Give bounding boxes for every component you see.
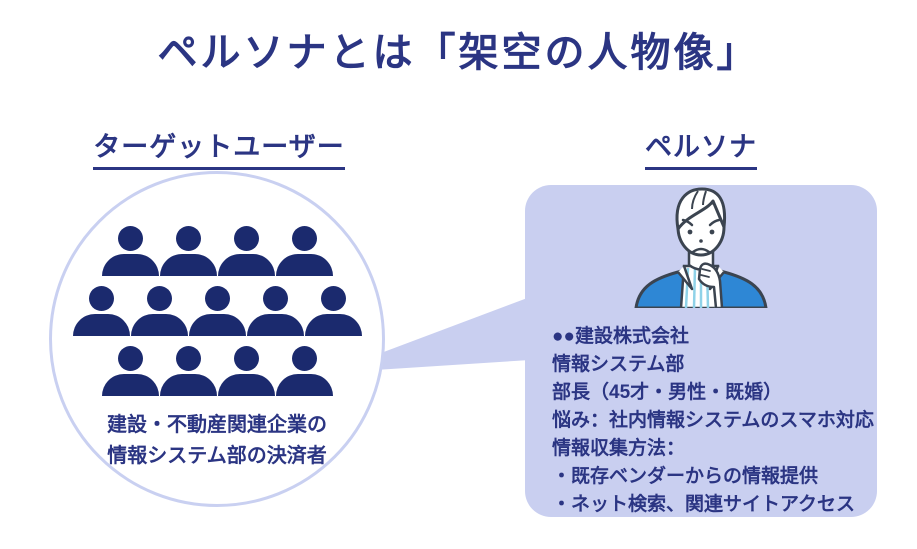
person-icon: [304, 286, 362, 336]
persona-detail-line: 部長（45才・男性・既婚）: [552, 382, 783, 403]
person-body: [130, 314, 188, 336]
person-icon: [275, 346, 333, 396]
person-head: [175, 346, 201, 371]
person-body: [275, 374, 333, 396]
person-body: [217, 374, 275, 396]
person-head: [117, 346, 143, 371]
person-head: [117, 226, 143, 251]
person-body: [275, 254, 333, 276]
persona-detail-line: ・ネット検索、関連サイトアクセス: [552, 494, 856, 515]
person-icon: [217, 346, 275, 396]
persona-detail-line: ●●建設株式会社: [552, 326, 689, 347]
person-body: [188, 314, 246, 336]
person-icon: [159, 226, 217, 276]
persona-panel: ●●建設株式会社情報システム部部長（45才・男性・既婚） 悩み：社内情報システムの…: [525, 185, 877, 517]
persona-detail-line: 情報システム部: [552, 354, 685, 375]
person-head: [291, 226, 317, 251]
persona-detail-line: 悩み：社内情報システムのスマホ対応: [552, 410, 874, 431]
person-icon: [159, 346, 217, 396]
person-body: [159, 374, 217, 396]
persona-heading-label: ペルソナ: [645, 125, 757, 170]
crowd-row: [72, 286, 362, 336]
target-users-caption: 建設・不動産関連企業の 情報システム部の決済者: [52, 410, 382, 472]
person-body: [159, 254, 217, 276]
persona-detail-line: 情報収集方法：: [552, 438, 686, 459]
person-head: [262, 286, 288, 311]
crowd-row: [101, 346, 333, 396]
person-icon: [217, 226, 275, 276]
persona-heading: ペルソナ: [525, 125, 877, 170]
person-body: [217, 254, 275, 276]
target-users-caption-line1: 建設・不動産関連企業の: [107, 414, 327, 436]
person-icon: [275, 226, 333, 276]
person-head: [233, 346, 259, 371]
person-icon: [101, 346, 159, 396]
persona-illustration: [634, 187, 768, 308]
person-icon: [188, 286, 246, 336]
person-body: [101, 254, 159, 276]
target-users-caption-line2: 情報システム部の決済者: [107, 445, 327, 467]
person-head: [291, 346, 317, 371]
target-users-heading: ターゲットユーザー: [49, 125, 389, 170]
person-icon: [101, 226, 159, 276]
crowd: [52, 226, 382, 396]
person-body: [304, 314, 362, 336]
target-users-heading-label: ターゲットユーザー: [93, 125, 345, 170]
person-body: [101, 374, 159, 396]
person-head: [320, 286, 346, 311]
crowd-row: [101, 226, 333, 276]
person-icon: [130, 286, 188, 336]
person-head: [233, 226, 259, 251]
persona-detail-line: ・既存ベンダーからの情報提供: [552, 466, 819, 487]
person-icon: [246, 286, 304, 336]
page-title: ペルソナとは「架空の人物像」: [157, 31, 760, 75]
target-users-circle: 建設・不動産関連企業の 情報システム部の決済者: [49, 171, 385, 507]
person-head: [204, 286, 230, 311]
person-head: [88, 286, 114, 311]
persona-details: ●●建設株式会社情報システム部部長（45才・男性・既婚） 悩み：社内情報システムの…: [552, 323, 874, 519]
person-body: [72, 314, 130, 336]
person-body: [246, 314, 304, 336]
person-icon: [72, 286, 130, 336]
person-head: [146, 286, 172, 311]
person-head: [175, 226, 201, 251]
